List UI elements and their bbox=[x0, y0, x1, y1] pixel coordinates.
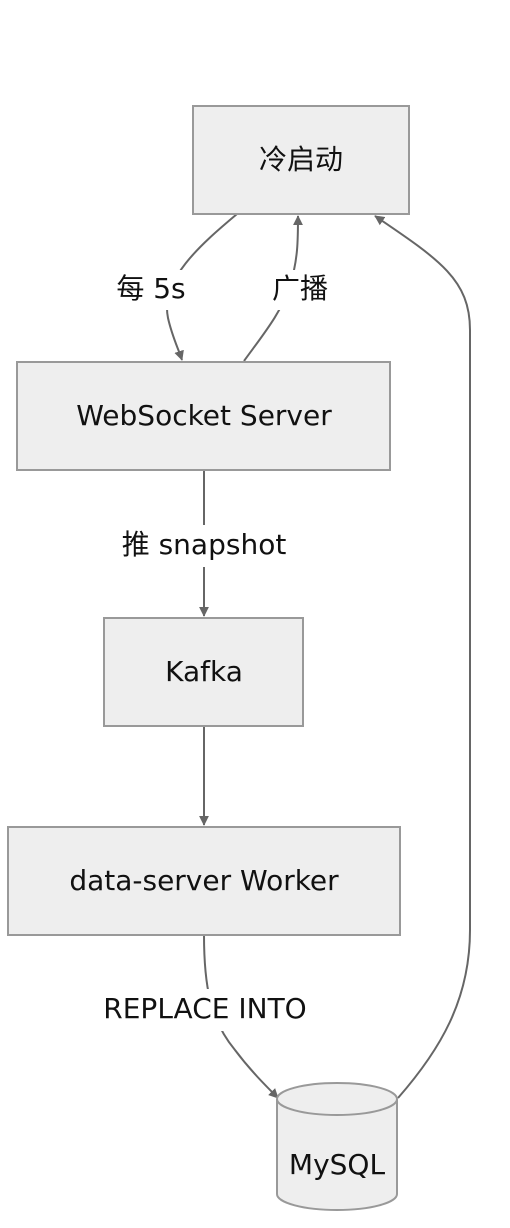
edge-label-bg bbox=[115, 525, 293, 567]
edge-label-broadcast: 广播 bbox=[272, 272, 328, 305]
node-cold-start-box bbox=[192, 105, 410, 215]
node-cold-start: 冷启动 bbox=[192, 105, 410, 215]
edge-label-bg bbox=[100, 989, 310, 1031]
node-websocket-server-label: WebSocket Server bbox=[76, 399, 332, 432]
edge-worker-to-mysql bbox=[203, 934, 279, 1099]
mysql-cylinder-icon bbox=[276, 1082, 398, 1211]
node-kafka-label: Kafka bbox=[165, 655, 243, 688]
edge-label-replace-into: REPLACE INTO bbox=[103, 992, 306, 1025]
node-kafka-box bbox=[103, 617, 304, 727]
node-cold-start-label: 冷启动 bbox=[259, 143, 343, 176]
node-mysql: MySQL bbox=[276, 1082, 398, 1211]
edge-label-every-5s: 每 5s bbox=[116, 272, 185, 305]
node-kafka: Kafka bbox=[103, 617, 304, 727]
node-websocket-server: WebSocket Server bbox=[16, 361, 391, 471]
edge-label-bg bbox=[264, 270, 336, 310]
node-worker-box bbox=[7, 826, 401, 936]
edge-mysql-to-cold-start bbox=[374, 215, 471, 1099]
node-worker-label: data-server Worker bbox=[69, 864, 339, 897]
node-mysql-label: MySQL bbox=[289, 1148, 386, 1181]
node-worker: data-server Worker bbox=[7, 826, 401, 936]
edge-label-push-snapshot: 推 snapshot bbox=[122, 528, 287, 561]
mysql-cylinder-top-edge bbox=[276, 1098, 398, 1116]
edge-label-bg bbox=[108, 270, 194, 310]
node-websocket-server-box bbox=[16, 361, 391, 471]
